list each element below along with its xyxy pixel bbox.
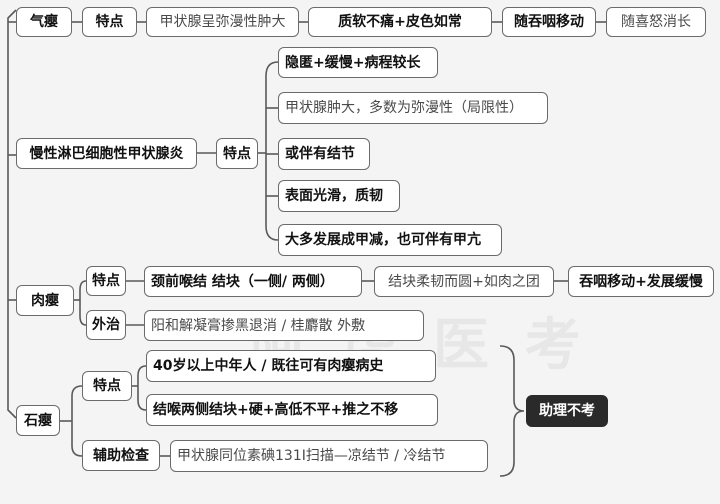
node-rou-title: 肉瘿 [16,285,74,316]
node-shi-aux-item: 甲状腺同位素碘131I扫描—凉结节 / 冷结节 [170,440,488,472]
node-lymph-item-4: 表面光滑，质韧 [278,180,400,212]
node-qi-feature: 特点 [82,7,137,37]
node-lymph-title: 慢性淋巴细胞性甲状腺炎 [16,138,197,169]
node-qi-item-3: 随吞咽移动 [502,7,596,37]
node-qi-item-2: 质软不痛+皮色如常 [308,7,492,37]
node-lymph-item-2: 甲状腺肿大，多数为弥漫性（局限性） [278,92,548,124]
node-shi-feature: 特点 [82,371,132,401]
node-qi-item-1: 甲状腺呈弥漫性肿大 [146,7,299,37]
node-lymph-item-5: 大多发展成甲减，也可伴有甲亢 [278,224,502,256]
node-lymph-item-1: 隐匿+缓慢+病程较长 [278,47,438,78]
note-badge: 助理不考 [526,395,608,427]
node-qi-title: 气瘿 [16,7,72,37]
node-rou-item-2: 结块柔韧而圆+如肉之团 [374,266,554,297]
node-shi-aux: 辅助检查 [82,440,160,471]
node-lymph-item-3: 或伴有结节 [278,138,370,170]
node-shi-item-1: 40岁以上中年人 / 既往可有肉瘿病史 [146,350,436,382]
node-qi-item-4: 随喜怒消长 [606,7,706,37]
node-shi-item-2: 结喉两侧结块+硬+高低不平+推之不移 [146,394,438,426]
node-shi-title: 石瘿 [16,405,60,436]
node-rou-treat-item: 阳和解凝膏掺黑退消 / 桂麝散 外敷 [144,310,424,341]
node-rou-item-3: 吞咽移动+发展缓慢 [568,266,714,297]
node-rou-item-1: 颈前喉结 结块（一侧/ 两侧） [144,266,362,297]
node-rou-feature: 特点 [86,266,126,296]
node-rou-treat: 外治 [86,310,126,340]
node-lymph-feature: 特点 [216,138,258,169]
